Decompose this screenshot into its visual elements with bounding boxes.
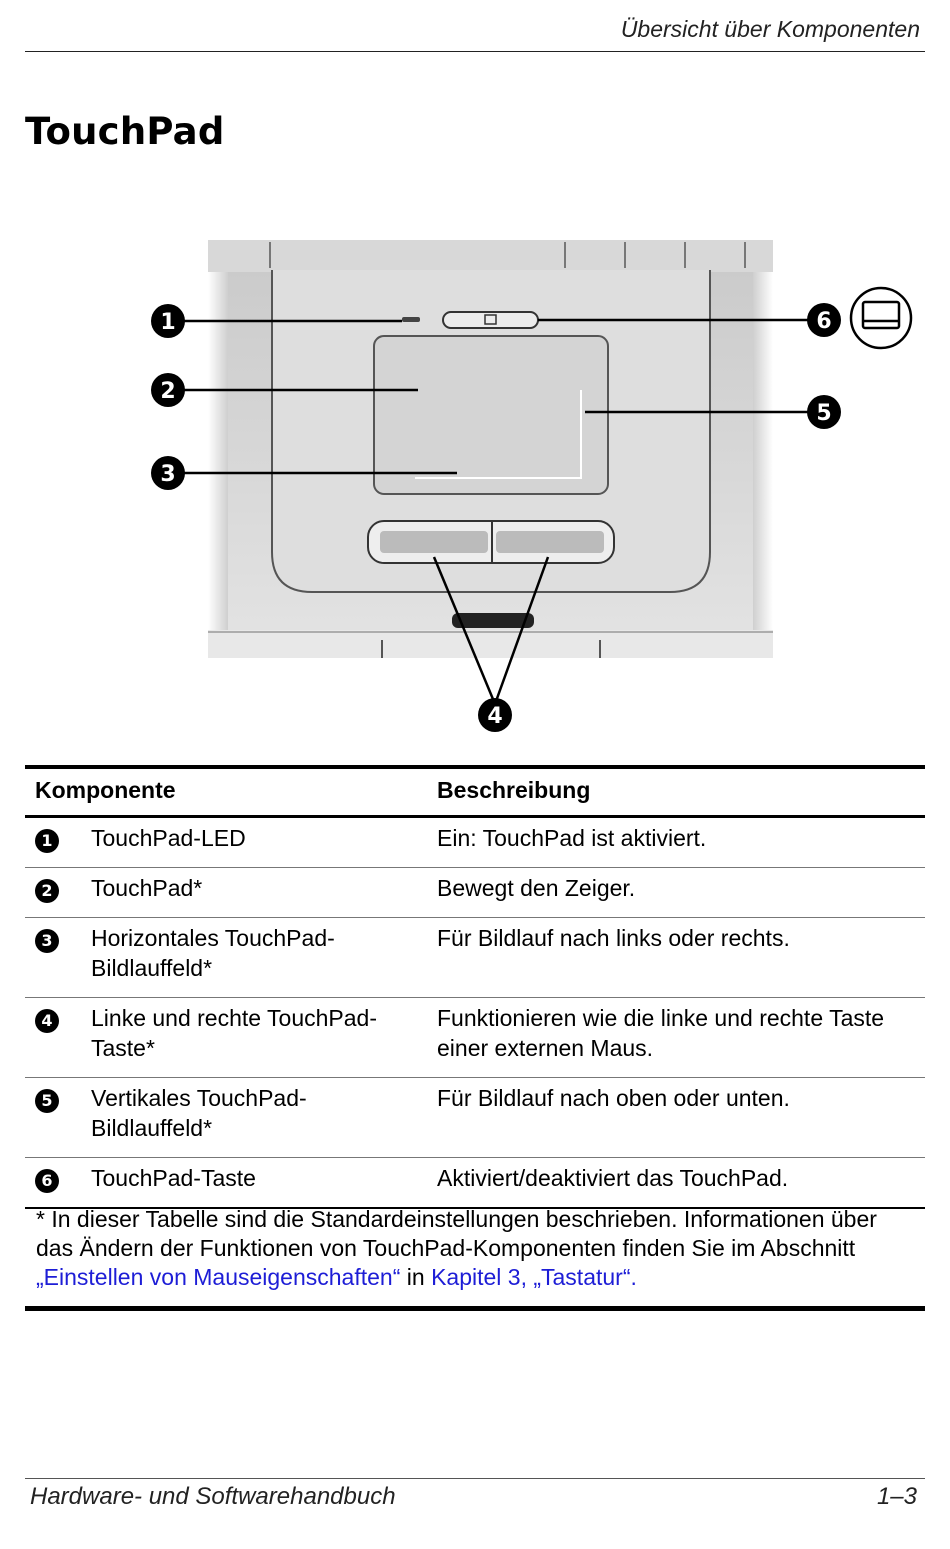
row-number-badge: 6 bbox=[35, 1169, 59, 1193]
footer-book-title: Hardware- und Softwarehandbuch bbox=[30, 1483, 396, 1510]
table-row: 4 Linke und rechte TouchPad-Taste* Funkt… bbox=[25, 998, 925, 1078]
component-description: Für Bildlauf nach oben oder unten. bbox=[437, 1085, 790, 1111]
component-name: TouchPad-Taste bbox=[91, 1165, 256, 1191]
callout-5-number: 5 bbox=[816, 401, 831, 426]
component-name: Horizontales TouchPad-Bildlauffeld* bbox=[91, 925, 335, 981]
callout-6: 6 bbox=[807, 303, 841, 337]
footer-rule bbox=[25, 1478, 925, 1479]
callout-1-number: 1 bbox=[160, 310, 175, 335]
component-description: Bewegt den Zeiger. bbox=[437, 875, 636, 901]
row-number-badge: 2 bbox=[35, 879, 59, 903]
touchpad-buttons bbox=[367, 520, 615, 564]
header-rule bbox=[25, 51, 925, 52]
component-description: Für Bildlauf nach links oder rechts. bbox=[437, 925, 790, 951]
page-number: 1–3 bbox=[876, 1483, 917, 1510]
link-chapter-3-keyboard[interactable]: Kapitel 3, „Tastatur“. bbox=[431, 1264, 637, 1290]
page-title: TouchPad bbox=[25, 110, 225, 153]
table-row: 6 TouchPad-Taste Aktiviert/deaktiviert d… bbox=[25, 1158, 925, 1208]
running-head: Übersicht über Komponenten bbox=[620, 16, 920, 42]
callout-2: 2 bbox=[151, 373, 185, 407]
callout-4-number: 4 bbox=[487, 704, 502, 729]
table-row: 2 TouchPad* Bewegt den Zeiger. bbox=[25, 868, 925, 918]
callout-2-number: 2 bbox=[160, 379, 175, 404]
components-table: Komponente Beschreibung 1 TouchPad-LED E… bbox=[25, 765, 925, 1209]
table-row: 5 Vertikales TouchPad-Bildlauffeld* Für … bbox=[25, 1078, 925, 1158]
callout-1: 1 bbox=[151, 304, 185, 338]
touchpad-toggle-button bbox=[442, 311, 539, 329]
callout-3-number: 3 bbox=[160, 462, 175, 487]
callout-4: 4 bbox=[478, 698, 512, 732]
row-number-badge: 3 bbox=[35, 929, 59, 953]
column-header-description: Beschreibung bbox=[437, 777, 591, 803]
touchpad-icon bbox=[849, 286, 913, 350]
callout-3: 3 bbox=[151, 456, 185, 490]
link-mouse-properties[interactable]: „Einstellen von Mauseigenschaften“ bbox=[36, 1264, 401, 1290]
row-number-badge: 4 bbox=[35, 1009, 59, 1033]
table-header-row: Komponente Beschreibung bbox=[25, 767, 925, 817]
row-number-badge: 1 bbox=[35, 829, 59, 853]
component-name: TouchPad* bbox=[91, 875, 203, 901]
callout-leaders bbox=[182, 318, 808, 705]
table-row: 1 TouchPad-LED Ein: TouchPad ist aktivie… bbox=[25, 817, 925, 868]
callout-5: 5 bbox=[807, 395, 841, 429]
table-footnote: * In dieser Tabelle sind die Standardein… bbox=[25, 1205, 925, 1311]
table-row: 3 Horizontales TouchPad-Bildlauffeld* Fü… bbox=[25, 918, 925, 998]
component-name: Linke und rechte TouchPad-Taste* bbox=[91, 1005, 377, 1061]
component-name: Vertikales TouchPad-Bildlauffeld* bbox=[91, 1085, 307, 1141]
row-number-badge: 5 bbox=[35, 1089, 59, 1113]
touchpad-figure: 1 2 3 4 5 6 bbox=[151, 240, 913, 732]
component-description: Funktionieren wie die linke und rechte T… bbox=[437, 1005, 885, 1061]
component-name: TouchPad-LED bbox=[91, 825, 246, 851]
column-header-component: Komponente bbox=[35, 777, 176, 803]
callout-6-number: 6 bbox=[816, 309, 831, 334]
component-description: Aktiviert/deaktiviert das TouchPad. bbox=[437, 1165, 789, 1191]
component-description: Ein: TouchPad ist aktiviert. bbox=[437, 825, 707, 851]
touchpad-led bbox=[402, 317, 420, 322]
footnote-text: * In dieser Tabelle sind die Standardein… bbox=[36, 1206, 877, 1261]
footnote-text-middle: in bbox=[400, 1264, 432, 1290]
touchpad-surface bbox=[373, 335, 609, 495]
